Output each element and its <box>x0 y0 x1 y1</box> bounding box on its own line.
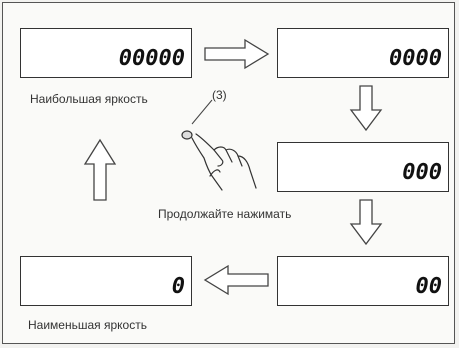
arrow-down-icon <box>349 85 383 132</box>
display-five-digits: 00000 <box>20 28 192 78</box>
digits-readout: 0 <box>171 274 185 299</box>
step-reference-label: (3) <box>212 88 227 102</box>
digits-readout: 00000 <box>118 46 185 71</box>
pressing-hand-icon <box>191 133 257 191</box>
arrow-right-icon <box>204 38 270 70</box>
digits-readout: 0000 <box>389 46 442 71</box>
display-three-digits: 000 <box>277 142 449 192</box>
keep-pressing-label: Продолжайте нажимать <box>158 207 292 221</box>
arrow-down-icon <box>349 199 383 246</box>
digits-readout: 000 <box>402 160 442 185</box>
digits-readout: 00 <box>415 274 443 299</box>
display-one-digit: 0 <box>20 256 192 306</box>
min-brightness-label: Наименьшая яркость <box>28 318 147 332</box>
max-brightness-label: Наибольшая яркость <box>30 92 148 106</box>
button-icon <box>181 130 193 140</box>
display-four-digits: 0000 <box>277 28 449 78</box>
arrow-left-icon <box>203 264 269 296</box>
display-two-digits: 00 <box>277 256 449 306</box>
arrow-up-icon <box>83 138 117 201</box>
